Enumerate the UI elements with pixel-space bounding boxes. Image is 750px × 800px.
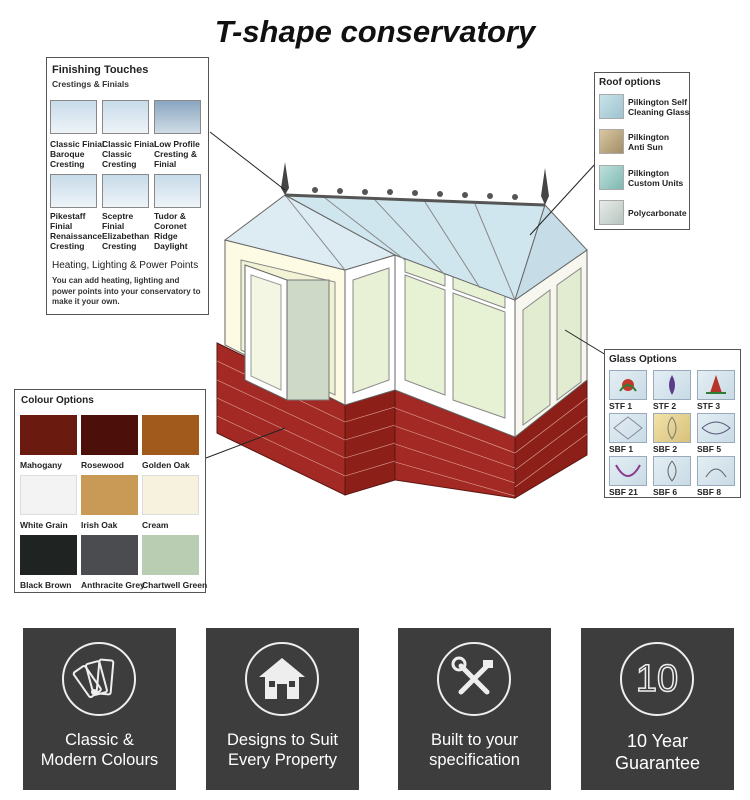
glass-item-label: SBF 21 — [609, 487, 638, 497]
cresting-thumbnail-icon — [154, 100, 201, 134]
cresting-thumbnail-icon — [50, 100, 97, 134]
glass-pattern-icon — [609, 456, 647, 486]
heating-heading: Heating, Lighting & Power Points — [52, 260, 199, 271]
glass-pattern-icon — [697, 413, 735, 443]
cresting-thumbnail-icon — [50, 174, 97, 208]
colour-label: Anthracite Grey — [81, 580, 145, 590]
finishing-item-label: Tudor & Coronet Ridge Daylight — [154, 211, 188, 251]
colour-heading: Colour Options — [21, 395, 94, 406]
colour-swatch — [20, 535, 77, 575]
finishing-item-label: Low Profile Cresting & Finial — [154, 139, 200, 169]
colour-swatch — [142, 415, 199, 455]
feature-card-guarantee: 10 10 Year Guarantee — [581, 628, 734, 790]
guarantee-number: 10 — [635, 657, 679, 701]
colour-swatch — [81, 475, 138, 515]
colour-swatch — [81, 415, 138, 455]
glass-item-label: SBF 2 — [653, 444, 678, 454]
glass-item-label: SBF 8 — [697, 487, 722, 497]
colour-swatch — [81, 535, 138, 575]
colour-label: Chartwell Green — [142, 580, 208, 590]
glass-item-label: STF 3 — [697, 401, 721, 411]
glass-heading: Glass Options — [609, 354, 677, 365]
roof-item-label: Pilkington Self Cleaning Glass — [628, 97, 690, 117]
roof-heading: Roof options — [599, 77, 661, 88]
glass-pattern-icon — [697, 456, 735, 486]
glass-pattern-icon — [653, 370, 691, 400]
roof-item-label: Pilkington Custom Units — [628, 168, 684, 188]
glass-pattern-icon — [653, 456, 691, 486]
feature-card-colours: Classic & Modern Colours — [23, 628, 176, 790]
glass-item-label: SBF 6 — [653, 487, 678, 497]
roof-glass-thumbnail-icon — [599, 94, 624, 119]
roof-item-label: Pilkington Anti Sun — [628, 132, 670, 152]
colour-label: Mahogany — [20, 460, 63, 470]
cresting-thumbnail-icon — [102, 174, 149, 208]
colour-swatch — [20, 415, 77, 455]
cresting-thumbnail-icon — [154, 174, 201, 208]
finishing-subheading: Crestings & Finials — [52, 79, 129, 89]
feature-card-designs: Designs to Suit Every Property — [206, 628, 359, 790]
colour-swatch-icon — [62, 642, 136, 716]
colour-swatch — [142, 475, 199, 515]
finishing-item-label: Pikestaff Finial Renaissance Cresting — [50, 211, 102, 251]
colour-label: Black Brown — [20, 580, 72, 590]
ten-icon: 10 — [620, 642, 694, 716]
tools-icon — [437, 642, 511, 716]
colour-label: Irish Oak — [81, 520, 118, 530]
feature-label: Built to your specification — [429, 731, 520, 769]
colour-swatch — [142, 535, 199, 575]
finishing-item-label: Sceptre Finial Elizabethan Cresting — [102, 211, 150, 251]
glass-item-label: STF 2 — [653, 401, 677, 411]
roof-options-panel: Roof options Pilkington Self Cleaning Gl… — [594, 72, 690, 230]
house-icon — [245, 642, 319, 716]
feature-card-built: Built to your specification — [398, 628, 551, 790]
page-title: T-shape conservatory — [214, 14, 536, 49]
glass-pattern-icon — [697, 370, 735, 400]
finishing-item-label: Classic Finial Classic Cresting — [102, 139, 157, 169]
roof-glass-thumbnail-icon — [599, 200, 624, 225]
roof-glass-thumbnail-icon — [599, 165, 624, 190]
colour-label: Rosewood — [81, 460, 124, 470]
feature-label: Designs to Suit Every Property — [227, 731, 338, 769]
heating-text: You can add heating, lighting and power … — [52, 276, 201, 306]
finishing-heading: Finishing Touches — [52, 64, 149, 76]
feature-label: 10 Year Guarantee — [614, 731, 701, 773]
feature-label: Classic & Modern Colours — [40, 731, 159, 769]
roof-item-label: Polycarbonate — [628, 208, 687, 218]
glass-item-label: SBF 5 — [697, 444, 722, 454]
colour-label: White Grain — [20, 520, 68, 530]
finishing-item-label: Classic Finial Baroque Cresting — [50, 139, 105, 169]
roof-glass-thumbnail-icon — [599, 129, 624, 154]
cresting-thumbnail-icon — [102, 100, 149, 134]
glass-options-panel: Glass Options STF 1 STF 2 STF 3 SBF 1 SB… — [604, 349, 741, 498]
glass-pattern-icon — [609, 413, 647, 443]
glass-item-label: STF 1 — [609, 401, 633, 411]
glass-pattern-icon — [609, 370, 647, 400]
glass-pattern-icon — [653, 413, 691, 443]
glass-item-label: SBF 1 — [609, 444, 634, 454]
colour-label: Golden Oak — [142, 460, 190, 470]
conservatory-illustration — [216, 162, 588, 499]
colour-swatch — [20, 475, 77, 515]
finishing-touches-panel: Finishing Touches Crestings & Finials Cl… — [46, 57, 209, 315]
colour-label: Cream — [142, 520, 169, 530]
